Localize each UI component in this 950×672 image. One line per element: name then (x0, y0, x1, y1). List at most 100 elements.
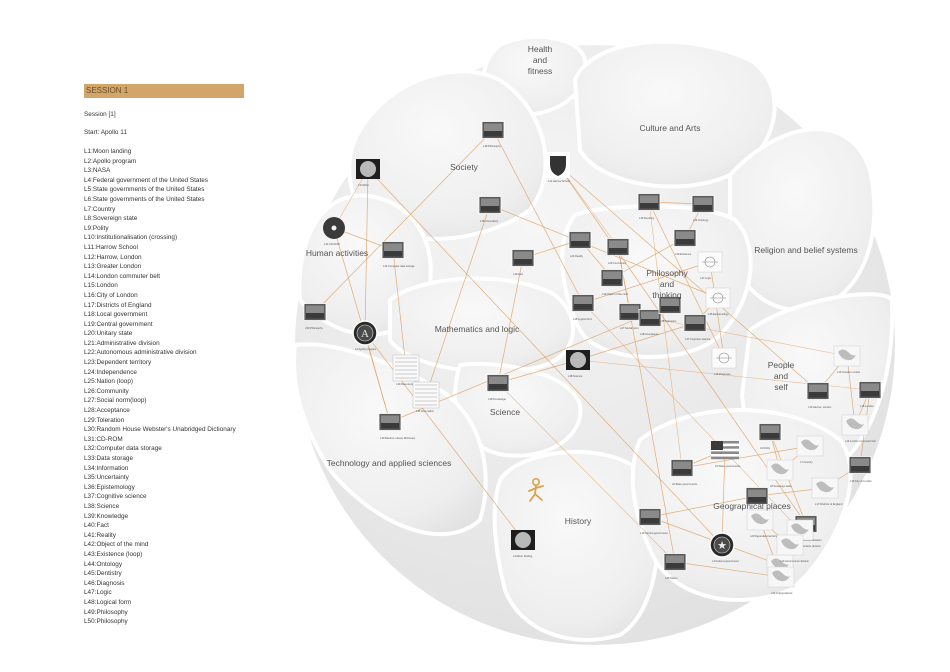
node-photo-icon[interactable]: L28:Acceptance (638, 309, 662, 337)
node-map-icon[interactable]: L13:Greater London (833, 345, 861, 374)
path-link (846, 355, 856, 426)
step-item: L31:CD-ROM (84, 435, 123, 443)
node-table-icon[interactable]: L33:Data storage (392, 354, 420, 386)
node-caption: L25:Nation (665, 576, 678, 580)
node-photo-icon[interactable]: L12:Harrow, London (806, 382, 832, 410)
step-item: L48:Logical form (84, 598, 132, 606)
node-photo-icon[interactable]: L25:Nation (663, 553, 687, 581)
node-caption: L39:Knowledge (488, 397, 506, 401)
node-photo-icon[interactable]: L44:Ontology (691, 195, 715, 223)
node-caption: L46:Diagnosis (714, 372, 731, 376)
node-photo-icon[interactable]: L50:Philosophy (303, 303, 327, 331)
step-item: L39:Knowledge (84, 512, 129, 520)
node-map-icon[interactable]: L17:Districts of England (811, 477, 843, 506)
node-photo-icon[interactable]: L30:Random House Dictionary (378, 413, 416, 441)
node-caption: L38:Science (568, 374, 583, 378)
session-sidebar: SESSION 1 Session [1] Start: Apollo 11 L… (84, 84, 244, 627)
node-photo-icon[interactable]: L26:Community (606, 238, 630, 266)
node-map-icon[interactable]: L7:Country (796, 435, 824, 464)
step-item: L26:Community (84, 387, 129, 395)
node-map-icon[interactable]: L8:Sovereign state (766, 459, 794, 488)
node-round-photo-icon[interactable]: L38:Science (566, 350, 590, 378)
node-caption: L13:Greater London (837, 370, 861, 374)
node-table-icon[interactable]: L34:Information (412, 381, 440, 413)
node-photo-icon[interactable]: L37:Cognitive science (683, 314, 711, 342)
path-link (649, 495, 758, 518)
node-photo-icon[interactable]: L35:Uncertainty (478, 196, 502, 224)
node-photo-icon[interactable]: L48:Logical form (571, 294, 595, 322)
session-label: Session [1] (84, 111, 116, 118)
path-link (577, 322, 696, 361)
node-photo-icon[interactable]: L27:Social norm (618, 303, 642, 331)
start-label: Start: Apollo 11 (84, 129, 127, 136)
path-link (557, 164, 819, 392)
node-photo-icon[interactable]: L39:Knowledge (486, 374, 510, 402)
step-item: L45:Dentistry (84, 570, 122, 578)
node-cd-icon[interactable]: L31:CD-ROM (323, 217, 345, 246)
node-caption: L37:Cognitive science (685, 337, 711, 341)
node-photo-icon[interactable]: L9:Polity (758, 423, 782, 451)
path-link (425, 204, 491, 396)
node-photo-icon[interactable]: L41:Reality (568, 231, 592, 259)
node-photo-icon[interactable]: L40:Fact (511, 249, 535, 277)
node-photo-icon[interactable]: L19:Central government (638, 508, 668, 536)
node-photo-icon[interactable]: L15:London (858, 381, 882, 409)
node-apollo-emblem-icon[interactable]: AL2:Apollo program (352, 320, 378, 351)
region-label: Human activities (306, 248, 368, 258)
node-caption: L2:Apollo program (355, 347, 376, 351)
node-caption: L7:Country (800, 460, 813, 464)
region-cell (388, 276, 575, 374)
step-item: L14:London commuter belt (84, 272, 161, 280)
node-seal-emblem-icon[interactable]: ★ L4:Federal government (709, 532, 739, 563)
node-photo-icon[interactable]: L16:City of London (848, 456, 872, 484)
step-item: L29:Toleration (84, 416, 125, 424)
node-caption: L31:CD-ROM (324, 242, 340, 246)
region-label: Mathematics and logic (435, 324, 520, 334)
node-map-icon[interactable]: L23:Dependent territory (746, 509, 778, 538)
step-item: L28:Acceptance (84, 407, 130, 415)
step-item: L27:Social norm(loop) (84, 397, 147, 405)
node-photo-icon[interactable]: L43:Existence (673, 229, 697, 257)
path-link (497, 359, 579, 384)
node-moon-photo-icon[interactable]: L1:Moon landing (511, 530, 535, 558)
node-caption: L15:London (860, 404, 874, 408)
path-link (314, 129, 494, 313)
node-caption: L45:Dentistry (639, 216, 655, 220)
node-photo-icon[interactable]: L42:Object of the mind (600, 269, 629, 297)
node-caption: L4:Federal government (712, 559, 739, 563)
node-diagram-icon[interactable]: L36:Epistemology (705, 287, 731, 316)
node-photo-icon[interactable]: L32:Computer data storage (381, 241, 415, 269)
node-photo-icon[interactable]: L45:Dentistry (637, 193, 661, 221)
node-diagram-icon[interactable]: L46:Diagnosis (711, 347, 737, 376)
node-map-icon[interactable]: L22:Autonomous division (776, 534, 810, 563)
path-link (582, 261, 711, 304)
path-link (492, 129, 584, 304)
node-round-photo-icon[interactable]: L3:NASA (356, 159, 380, 187)
node-map-icon[interactable]: L24:Independence (767, 566, 795, 595)
svg-text:★: ★ (717, 540, 727, 552)
node-diagram-icon[interactable]: L47:Logic (697, 251, 723, 280)
node-caption: L14:London commuter belt (845, 439, 876, 443)
node-photo-icon[interactable]: L6:State governments (670, 459, 698, 487)
node-caption: L11:Harrow School (548, 179, 570, 183)
path-link (364, 332, 524, 541)
step-item: L25:Nation (loop) (84, 378, 134, 386)
node-crest-icon[interactable]: L11:Harrow School (546, 152, 570, 183)
node-caption: L49:Philosophy (483, 144, 501, 148)
path-link (649, 317, 848, 357)
step-item: L6:State governments of the United State… (84, 195, 205, 203)
step-item: L11:Harrow School (84, 243, 138, 251)
node-caption: L48:Logical form (573, 317, 592, 321)
step-item: L20:Unitary state (84, 330, 133, 338)
step-item: L23:Dependent territory (84, 359, 152, 367)
node-caption: L5:State governments (715, 464, 741, 468)
node-map-icon[interactable]: L14:London commuter belt (841, 414, 876, 443)
node-us-flag-icon[interactable]: L5:State governments (711, 441, 741, 468)
node-photo-icon[interactable]: L49:Philosophy (481, 121, 505, 149)
node-caption: L42:Object of the mind (602, 292, 629, 296)
step-item: L7:Country (84, 205, 116, 213)
region-cell (572, 39, 777, 189)
node-photo-icon[interactable]: L29:Toleration (658, 296, 682, 324)
